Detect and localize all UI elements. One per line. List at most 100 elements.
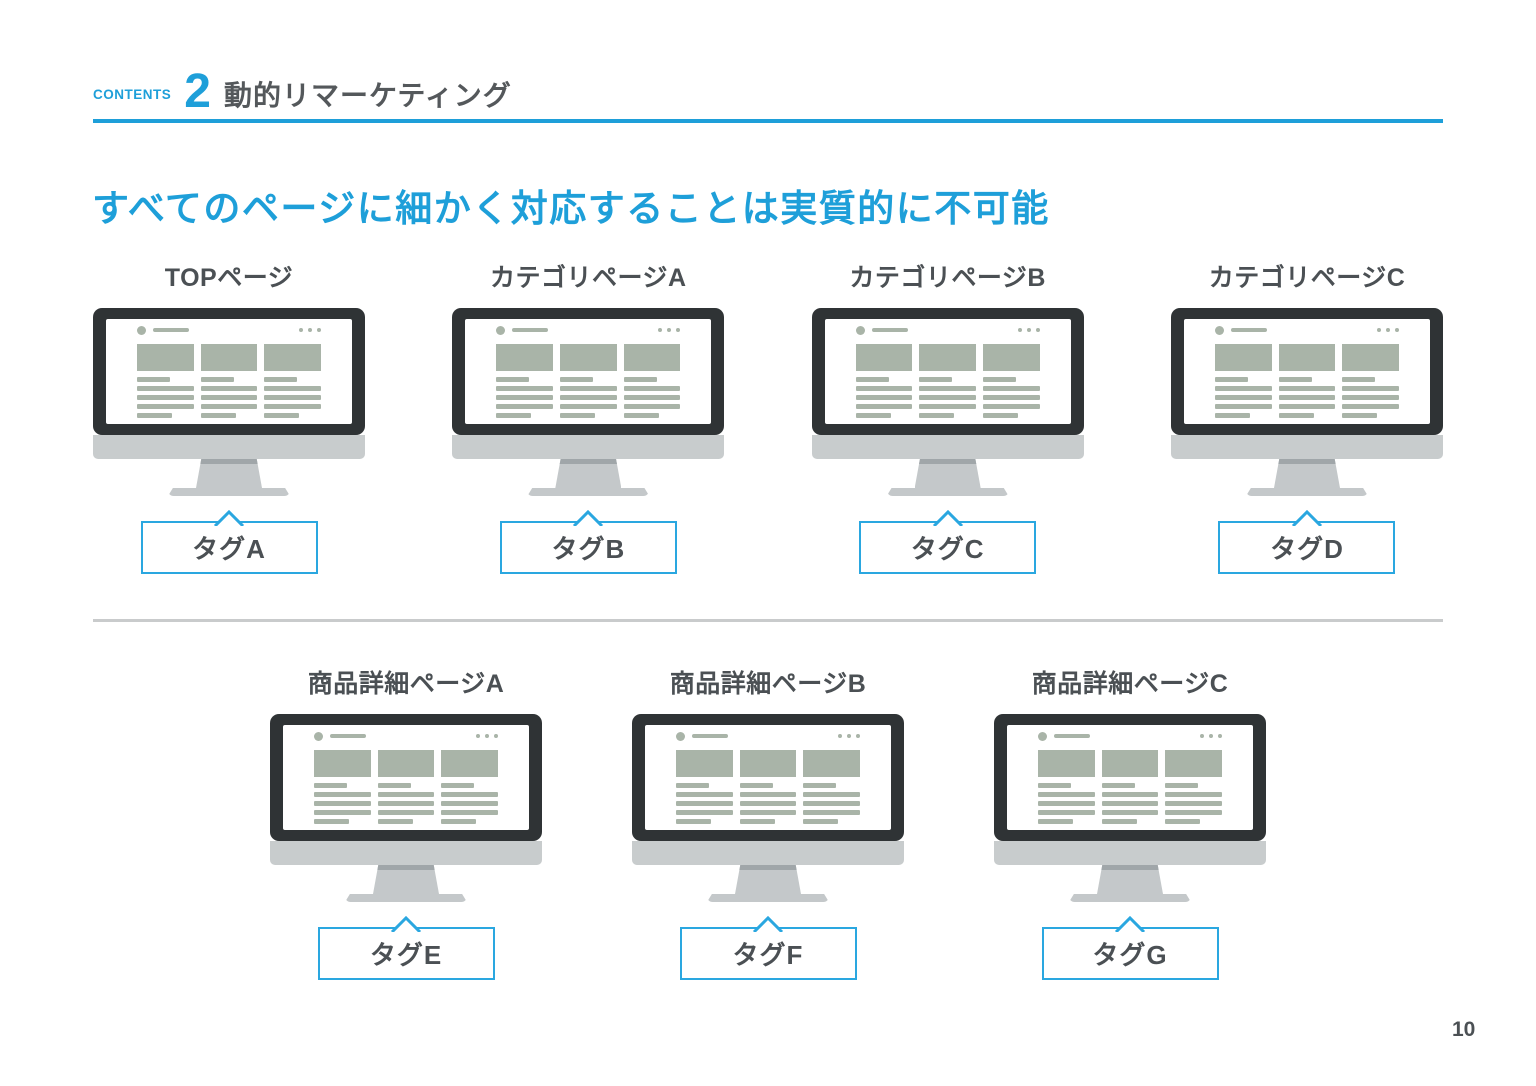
monitor-frame bbox=[811, 308, 1084, 435]
text-line bbox=[560, 404, 617, 409]
text-line bbox=[855, 386, 913, 391]
content-column bbox=[803, 750, 861, 824]
page-title: TOPページ bbox=[164, 264, 294, 292]
menu-dots-icon bbox=[1376, 328, 1399, 332]
logo-line bbox=[1054, 734, 1090, 738]
image-placeholder bbox=[676, 750, 733, 777]
menu-dots-icon bbox=[299, 328, 321, 332]
text-line bbox=[676, 819, 712, 824]
monitor-illustration bbox=[994, 714, 1266, 902]
monitor-stand-base bbox=[707, 894, 829, 902]
text-line bbox=[983, 377, 1016, 382]
text-line bbox=[676, 810, 733, 815]
text-line bbox=[496, 377, 530, 382]
bottom-row: 商品詳細ページA タグE 商品詳細ページB bbox=[270, 668, 1266, 980]
text-line bbox=[623, 386, 681, 391]
monitor-chin bbox=[270, 841, 542, 865]
content-column bbox=[983, 344, 1040, 418]
top-row: TOPページ タグA カテゴリページA bbox=[93, 262, 1443, 574]
monitor-frame bbox=[270, 714, 542, 841]
slide-heading: すべてのページに細かく対応することは実質的に不可能 bbox=[92, 188, 1050, 229]
text-line bbox=[496, 386, 553, 391]
monitor-stand-base bbox=[168, 488, 290, 496]
text-line bbox=[1101, 819, 1137, 824]
menu-dots-icon bbox=[476, 734, 498, 738]
image-placeholder bbox=[314, 750, 371, 777]
page-title: 商品詳細ページB bbox=[669, 670, 867, 698]
text-line bbox=[855, 377, 889, 382]
text-line bbox=[1214, 404, 1272, 409]
text-line bbox=[200, 413, 236, 418]
image-placeholder bbox=[803, 750, 861, 777]
contents-label: CONTENTS bbox=[93, 86, 172, 102]
logo-line bbox=[1230, 328, 1267, 332]
image-placeholder bbox=[1038, 750, 1095, 777]
page-block-category-c: カテゴリページC タグD bbox=[1170, 262, 1443, 574]
page-number: 10 bbox=[1452, 1018, 1476, 1041]
text-line bbox=[855, 395, 913, 400]
text-line bbox=[137, 395, 194, 400]
image-placeholder bbox=[1101, 750, 1159, 777]
monitor-illustration bbox=[1170, 308, 1443, 496]
text-line bbox=[560, 413, 596, 418]
text-line bbox=[739, 810, 797, 815]
text-line bbox=[560, 386, 617, 391]
image-placeholder bbox=[739, 750, 797, 777]
content-column bbox=[560, 344, 617, 418]
text-line bbox=[739, 783, 773, 788]
page-title: 商品詳細ページC bbox=[1031, 670, 1229, 698]
text-line bbox=[377, 810, 435, 815]
text-line bbox=[1214, 377, 1248, 382]
content-column bbox=[1214, 344, 1272, 418]
text-line bbox=[264, 386, 322, 391]
logo-circle-icon bbox=[676, 731, 685, 741]
bubble-caret-icon bbox=[752, 915, 784, 933]
text-line bbox=[377, 792, 435, 797]
content-column bbox=[1342, 344, 1399, 418]
text-line bbox=[803, 783, 837, 788]
text-line bbox=[1165, 810, 1223, 815]
monitor-screen bbox=[106, 319, 352, 424]
section-title: 動的リマーケティング bbox=[223, 80, 512, 111]
tag-label: タグB bbox=[551, 534, 626, 564]
text-line bbox=[739, 819, 775, 824]
content-column bbox=[739, 750, 797, 824]
monitor-illustration bbox=[93, 308, 365, 496]
text-line bbox=[1165, 783, 1199, 788]
text-line bbox=[855, 413, 891, 418]
text-line bbox=[855, 404, 913, 409]
text-line bbox=[1165, 801, 1223, 806]
tag-bubble: タグC bbox=[859, 509, 1037, 574]
content-column bbox=[496, 344, 553, 418]
tag-bubble: タグB bbox=[499, 509, 677, 574]
logo-circle-icon bbox=[1214, 325, 1224, 335]
text-line bbox=[377, 819, 413, 824]
text-line bbox=[441, 810, 499, 815]
monitor-chin bbox=[632, 841, 904, 865]
text-line bbox=[803, 792, 861, 797]
text-line bbox=[1038, 792, 1095, 797]
content-column bbox=[441, 750, 499, 824]
monitor-stand-neck bbox=[373, 865, 439, 894]
monitor-screen bbox=[465, 319, 712, 424]
image-placeholder bbox=[137, 344, 194, 371]
monitor-screen bbox=[824, 319, 1071, 424]
tag-label: タグG bbox=[1092, 940, 1168, 970]
image-placeholder bbox=[1165, 750, 1223, 777]
tag-label: タグF bbox=[732, 940, 804, 970]
text-line bbox=[1342, 386, 1399, 391]
text-line bbox=[137, 377, 170, 382]
row-divider bbox=[93, 619, 1443, 622]
text-line bbox=[1038, 810, 1095, 815]
text-line bbox=[1278, 404, 1336, 409]
text-line bbox=[983, 395, 1040, 400]
page-title: カテゴリページA bbox=[490, 264, 687, 292]
text-line bbox=[1165, 819, 1201, 824]
monitor-frame bbox=[994, 714, 1266, 841]
logo-circle-icon bbox=[1038, 731, 1047, 741]
image-placeholder bbox=[623, 344, 681, 371]
logo-line bbox=[512, 328, 549, 332]
bubble-caret-icon bbox=[390, 915, 422, 933]
logo-circle-icon bbox=[137, 325, 146, 335]
